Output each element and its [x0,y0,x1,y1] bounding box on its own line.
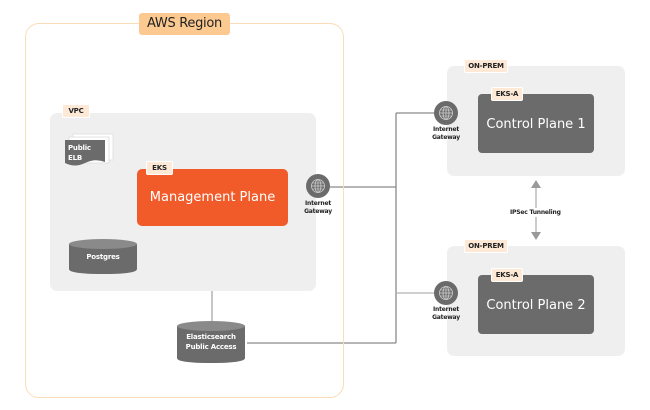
elasticsearch-line2: Public Access [185,343,237,351]
gateway-label-line1: Internet [432,126,459,133]
public-elb-node[interactable] [64,130,120,170]
gateway-label-line1: Internet [304,200,331,207]
ipsec-tunneling-label: IPSec Tunneling [510,208,561,217]
on-prem-1-label: ON-PREM [464,59,508,73]
elasticsearch-line1: Elasticsearch [186,333,236,341]
globe-icon [311,179,325,193]
postgres-node[interactable] [68,238,140,276]
control-plane-1-node[interactable]: Control Plane 1 [478,94,594,153]
globe-icon [439,106,453,120]
elasticsearch-label: Elasticsearch Public Access [176,332,246,352]
public-elb-label: Public ELB [68,143,91,163]
eks-a-2-label: EKS-A [491,268,523,282]
eks-a-1-label: EKS-A [491,87,523,101]
on-prem-2-internet-gateway[interactable] [434,281,458,305]
gateway-label-line2: Gateway [432,134,460,141]
public-elb-line2: ELB [68,154,82,162]
globe-icon [439,286,453,300]
postgres-label: Postgres [86,253,120,261]
gateway-label-line2: Gateway [304,208,332,215]
control-plane-2-node[interactable]: Control Plane 2 [478,275,594,334]
aws-region-label: AWS Region [139,13,230,35]
aws-internet-gateway[interactable] [306,174,330,198]
public-elb-line1: Public [68,144,91,152]
gateway-label-line1: Internet [432,306,459,313]
gateway-label-line2: Gateway [432,314,460,321]
on-prem-2-gateway-label: Internet Gateway [426,306,466,322]
on-prem-1-internet-gateway[interactable] [434,101,458,125]
ipsec-arrow-down [531,232,541,240]
ipsec-arrow-up [531,180,541,188]
elasticsearch-node[interactable] [176,320,248,364]
on-prem-2-label: ON-PREM [464,239,508,253]
vpc-label: VPC [62,104,90,118]
on-prem-1-gateway-label: Internet Gateway [426,126,466,142]
aws-internet-gateway-label: Internet Gateway [298,200,338,216]
management-plane-node[interactable]: Management Plane [137,169,288,226]
eks-label: EKS [146,161,173,175]
